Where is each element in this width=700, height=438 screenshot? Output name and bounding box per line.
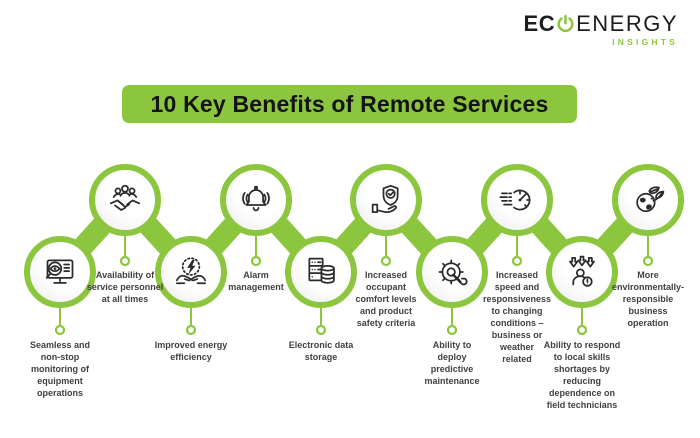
monitoring-icon: [45, 259, 74, 284]
benefit-label-skills-shortage: Ability to respond to local skills short…: [543, 340, 621, 410]
benefit-label-energy-efficiency: Improved energy efficiency: [154, 340, 228, 362]
logo-text-primary: EC: [523, 11, 556, 36]
data-storage-icon: [308, 257, 335, 284]
benefit-circle-comfort-safety: [350, 164, 422, 236]
benefit-label-speed-responsiveness: Increased speed and responsiveness to ch…: [482, 270, 552, 364]
chain-connector-line: [52, 189, 656, 283]
alarm-management-icon: [242, 185, 270, 212]
energy-efficiency-icon: [175, 257, 207, 285]
benefit-label-alarm-management: Alarm management: [228, 270, 284, 292]
benefit-circle-skills-shortage: [546, 236, 618, 308]
benefit-circle-environment: [612, 164, 684, 236]
benefit-circle-speed-responsiveness: [481, 164, 553, 236]
benefit-label-predictive-maintenance: Ability to deploy predictive maintenance: [424, 340, 480, 386]
brand-logo: EC ENERGY INSIGHTS: [524, 13, 678, 48]
label-stub-rings: [54, 255, 654, 336]
comfort-safety-icon: [371, 184, 399, 213]
benefit-label-environment: More environmentally- responsible busine…: [611, 270, 685, 328]
benefit-circle-data-storage: [285, 236, 357, 308]
benefit-circle-predictive-maintenance: [416, 236, 488, 308]
power-button-icon: [557, 14, 574, 32]
benefit-circle-alarm-management: [220, 164, 292, 236]
logo-text-secondary: ENERGY: [576, 11, 678, 36]
benefit-label-comfort-safety: Increased occupant comfort levels and pr…: [355, 270, 417, 328]
label-stub-lines: [59, 234, 649, 325]
benefit-label-monitoring: Seamless and non-stop monitoring of equi…: [29, 340, 91, 398]
predictive-maintenance-icon: [438, 259, 468, 286]
benefit-circle-energy-efficiency: [155, 236, 227, 308]
page-title: 10 Key Benefits of Remote Services: [150, 90, 549, 117]
skills-shortage-icon: [569, 255, 595, 287]
logo-wordmark: EC ENERGY: [524, 13, 678, 35]
title-banner: 10 Key Benefits of Remote Services: [122, 85, 577, 123]
environment-icon: [636, 186, 665, 213]
speed-responsiveness-icon: [499, 189, 531, 211]
benefit-circle-monitoring: [24, 236, 96, 308]
service-personnel-icon: [109, 184, 141, 211]
benefit-label-data-storage: Electronic data storage: [288, 340, 354, 362]
benefit-label-service-personnel: Availability of service personnel at all…: [86, 270, 164, 304]
benefit-circle-service-personnel: [89, 164, 161, 236]
logo-tagline: INSIGHTS: [612, 37, 678, 47]
